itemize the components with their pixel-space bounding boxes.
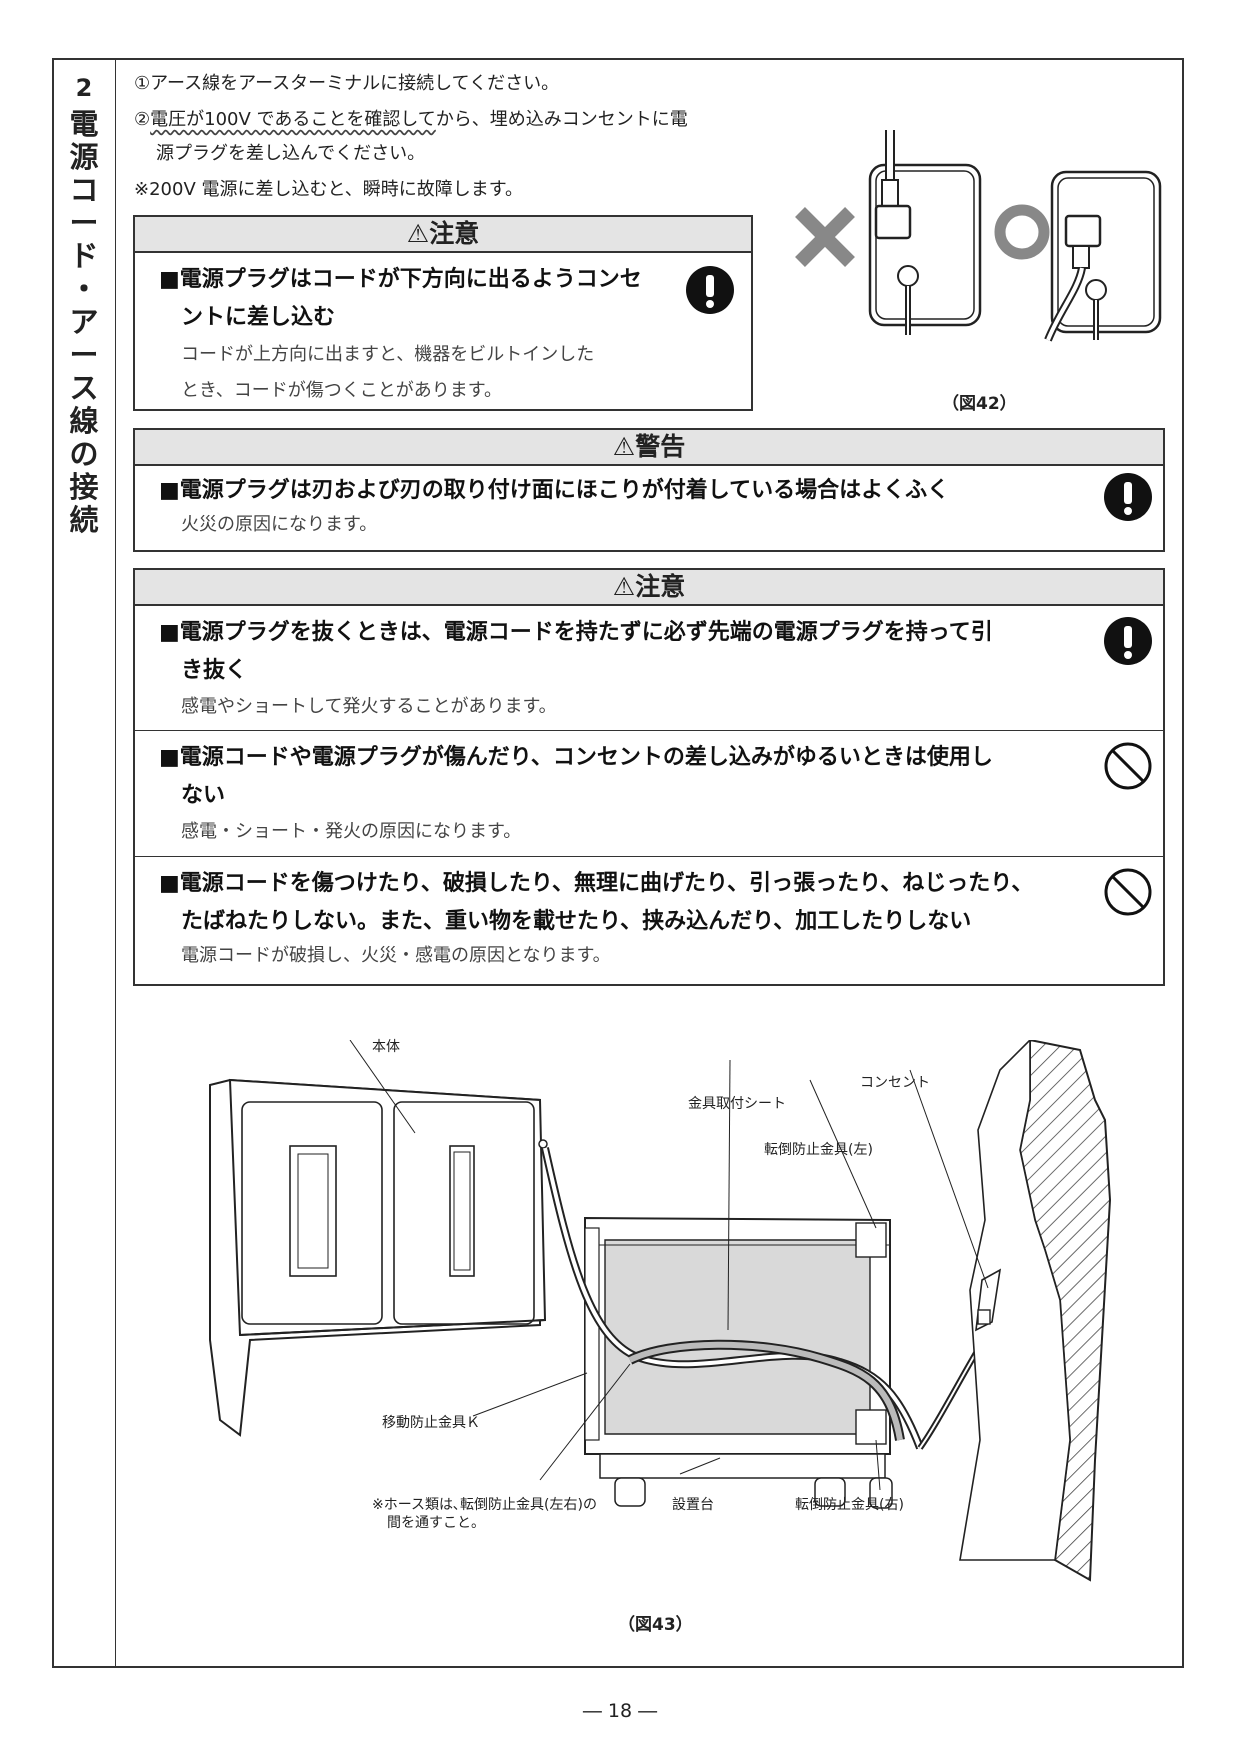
- section-title-char: 源: [69, 140, 99, 174]
- label-base: 設置台: [672, 1497, 714, 1513]
- figure-42-caption: （図42）: [942, 394, 1017, 414]
- label-move-bracket: 移動防止金具Ｋ: [382, 1415, 480, 1431]
- section-title-char: ス: [69, 371, 99, 405]
- exclamation-icon: [1104, 617, 1152, 665]
- label-hose-note-2: 間を通すこと。: [387, 1515, 485, 1531]
- outlet-wrong-illustration: [868, 130, 982, 335]
- section-title-char: ー: [69, 338, 99, 372]
- label-outlet: コンセント: [860, 1075, 930, 1091]
- section-title-char: 線: [69, 404, 99, 438]
- label-sheet: 金具取付シート: [688, 1096, 786, 1112]
- instruction-2-rest: から、埋め込みコンセントに電: [435, 109, 688, 130]
- label-body: 本体: [372, 1039, 400, 1055]
- caution-item-title-1: ■電源プラグはコードが下方向に出るようコンセ: [159, 267, 642, 292]
- warning-item-body: 火災の原因になります。: [181, 514, 378, 535]
- section-sidebar: 2 電 源 コ ー ド ・ ア ー ス 線 の 接 続: [54, 60, 116, 1666]
- figure-43-illustration: [209, 1040, 1112, 1582]
- circle-mark-icon: [994, 204, 1050, 260]
- section-title-char: ア: [69, 305, 99, 339]
- section-number: 2: [75, 74, 93, 102]
- instruction-1: ①アース線をアースターミナルに接続してください。: [134, 73, 560, 94]
- caution-item-title-1: ■電源コードや電源プラグが傷んだり、コンセントの差し込みがゆるいときは使用し: [159, 745, 993, 770]
- instruction-2-underlined: 電圧が100V であることを確認して: [150, 109, 436, 130]
- label-right-bracket: 転倒防止金具(右): [795, 1497, 904, 1513]
- caution-item-title-1: ■電源コードを傷つけたり、破損したり、無理に曲げたり、引っ張ったり、ねじったり、: [159, 871, 1034, 896]
- caution-box-1: ⚠注意 ■電源プラグはコードが下方向に出るようコンセ ントに差し込む コードが上…: [133, 215, 753, 411]
- label-left-bracket: 転倒防止金具(左): [764, 1142, 873, 1158]
- caution-item-title-1: ■電源プラグを抜くときは、電源コードを持たずに必ず先端の電源プラグを持って引: [159, 620, 993, 645]
- section-title-char: 電: [69, 107, 99, 141]
- instruction-note: ※200V 電源に差し込むと、瞬時に故障します。: [134, 179, 523, 200]
- dishwasher-body: [209, 1078, 548, 1437]
- caution-item-title-2: ない: [181, 783, 226, 808]
- figure-42-illustration: [795, 130, 1162, 342]
- cross-mark-icon: [795, 207, 855, 267]
- page-frame: 2 電 源 コ ー ド ・ ア ー ス 線 の 接 続: [52, 58, 1184, 1668]
- outlet-correct-illustration: [1044, 170, 1162, 342]
- section-title-char: の: [69, 437, 99, 471]
- caution-item-body-2: とき、コードが傷つくことがあります。: [181, 380, 502, 401]
- section-title-char: 接: [69, 470, 99, 504]
- leader-lines: [349, 1040, 989, 1491]
- caution-item-body: 感電やショートして発火することがあります。: [181, 696, 557, 717]
- mounting-base: [584, 1216, 893, 1509]
- instruction-2-number: ②: [134, 109, 151, 130]
- warning-item-title: ■電源プラグは刃および刃の取り付け面にほこりが付着している場合はよくふく: [159, 478, 950, 503]
- section-title-char: ー: [69, 206, 99, 240]
- caution-header: ⚠注意: [135, 217, 751, 253]
- prohibition-icon: [1104, 742, 1152, 790]
- caution-item: ■電源プラグはコードが下方向に出るようコンセ ントに差し込む コードが上方向に出…: [135, 253, 751, 409]
- section-title-char: ・: [69, 272, 99, 306]
- caution-box-2: ⚠注意 ■電源プラグを抜くときは、電源コードを持たずに必ず先端の電源プラグを持っ…: [133, 568, 1165, 986]
- section-title-char: 続: [69, 503, 99, 537]
- caution-item-body: 感電・ショート・発火の原因になります。: [181, 821, 522, 842]
- caution-item: ■電源プラグを抜くときは、電源コードを持たずに必ず先端の電源プラグを持って引 き…: [135, 606, 1163, 730]
- caution-item-title-2: ントに差し込む: [181, 305, 336, 330]
- caution-item-title-2: たばねたりしない。また、重い物を載せたり、挟み込んだり、加工したりしない: [181, 909, 972, 934]
- warning-item: ■電源プラグは刃および刃の取り付け面にほこりが付着している場合はよくふく 火災の…: [135, 466, 1163, 540]
- page-number: ― 18 ―: [582, 1700, 658, 1722]
- section-title: 電 源 コ ー ド ・ ア ー ス 線 の 接 続: [54, 108, 114, 537]
- label-hose-note-1: ※ホース類は､転倒防止金具(左右)の: [372, 1497, 597, 1513]
- exclamation-icon: [1104, 473, 1152, 521]
- caution-header: ⚠注意: [135, 570, 1163, 606]
- caution-item-title-2: き抜く: [181, 658, 248, 683]
- wall: [959, 1040, 1112, 1582]
- caution-item: ■電源コードや電源プラグが傷んだり、コンセントの差し込みがゆるいときは使用し な…: [135, 730, 1163, 856]
- caution-item-body: 電源コードが破損し、火災・感電の原因となります。: [181, 945, 611, 966]
- exclamation-icon: [686, 266, 734, 314]
- instruction-2-cont: 源プラグを差し込んでください。: [156, 143, 426, 164]
- section-title-char: ド: [69, 239, 99, 273]
- instruction-2: ②電圧が100V であることを確認してから、埋め込みコンセントに電: [134, 109, 688, 131]
- section-title-char: コ: [69, 173, 99, 207]
- prohibition-icon: [1104, 868, 1152, 916]
- warning-header: ⚠警告: [135, 430, 1163, 466]
- caution-item-body-1: コードが上方向に出ますと、機器をビルトインした: [181, 344, 595, 365]
- caution-item: ■電源コードを傷つけたり、破損したり、無理に曲げたり、引っ張ったり、ねじったり、…: [135, 856, 1163, 978]
- warning-box: ⚠警告 ■電源プラグは刃および刃の取り付け面にほこりが付着している場合はよくふく…: [133, 428, 1165, 552]
- figure-43-caption: （図43）: [618, 1615, 693, 1635]
